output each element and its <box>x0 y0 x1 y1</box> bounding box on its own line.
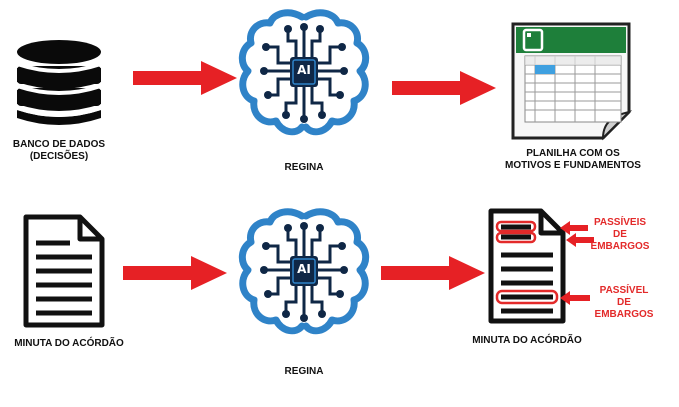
annotated-document-icon <box>488 208 566 324</box>
document-icon <box>23 214 105 328</box>
callout-line: PASSÍVEL <box>599 285 649 296</box>
callout-embargos-singular: PASSÍVEL DE EMBARGOS <box>584 285 664 321</box>
database-icon <box>17 40 101 125</box>
spreadsheet-label-line1: PLANILHA COM OS <box>526 148 620 159</box>
ai-brain-icon <box>238 9 370 136</box>
regina-label: REGINA <box>284 366 324 377</box>
arrow-right-icon <box>392 71 496 105</box>
arrow-left-icon <box>560 221 588 235</box>
callout-line: DE <box>617 297 631 308</box>
callout-line: EMBARGOS <box>594 309 654 320</box>
callout-line: EMBARGOS <box>590 241 650 252</box>
regina-label: REGINA <box>284 162 324 173</box>
arrow-right-icon <box>123 256 227 290</box>
annotated-draft-label: MINUTA DO ACÓRDÃO <box>472 335 582 346</box>
arrow-right-icon <box>381 256 485 290</box>
ai-brain-icon <box>238 208 370 335</box>
callout-line: PASSÍVEIS <box>593 217 647 228</box>
spreadsheet-icon <box>511 22 633 141</box>
database-label-line1: BANCO DE DADOS <box>12 139 106 150</box>
database-label-line2: (DECISÕES) <box>29 151 89 162</box>
spreadsheet-label: PLANILHA COM OS MOTIVOS E FUNDAMENTOS <box>488 148 658 172</box>
callout-embargos-plural: PASSÍVEIS DE EMBARGOS <box>580 217 660 253</box>
ai-chip-text: AI <box>297 262 311 276</box>
arrow-left-icon <box>560 291 590 305</box>
spreadsheet-label-line2: MOTIVOS E FUNDAMENTOS <box>505 160 641 171</box>
ai-chip-text: AI <box>297 63 311 77</box>
callout-line: DE <box>613 229 627 240</box>
database-label: BANCO DE DADOS (DECISÕES) <box>4 139 114 163</box>
arrow-right-icon <box>133 61 237 95</box>
draft-label: MINUTA DO ACÓRDÃO <box>14 338 124 349</box>
arrow-left-icon <box>566 233 594 247</box>
